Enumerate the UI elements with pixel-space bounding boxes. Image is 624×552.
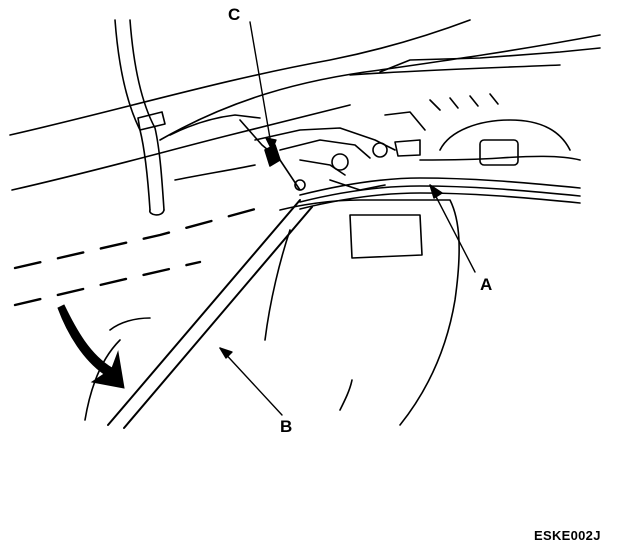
hose	[114, 19, 166, 216]
callout-a: A	[480, 275, 492, 294]
latch-mechanism	[169, 114, 421, 191]
body-panel-lines	[9, 19, 601, 191]
support-rod	[107, 199, 313, 429]
curved-arrow-down-icon	[57, 304, 125, 389]
figure-id: ESKE002J	[534, 528, 601, 543]
callout-c: C	[228, 5, 240, 24]
leader-lines	[219, 21, 476, 416]
callout-b: B	[280, 417, 292, 436]
lower-panel	[84, 199, 460, 426]
right-components	[384, 93, 581, 166]
hood-dashed-outline	[13, 203, 272, 307]
